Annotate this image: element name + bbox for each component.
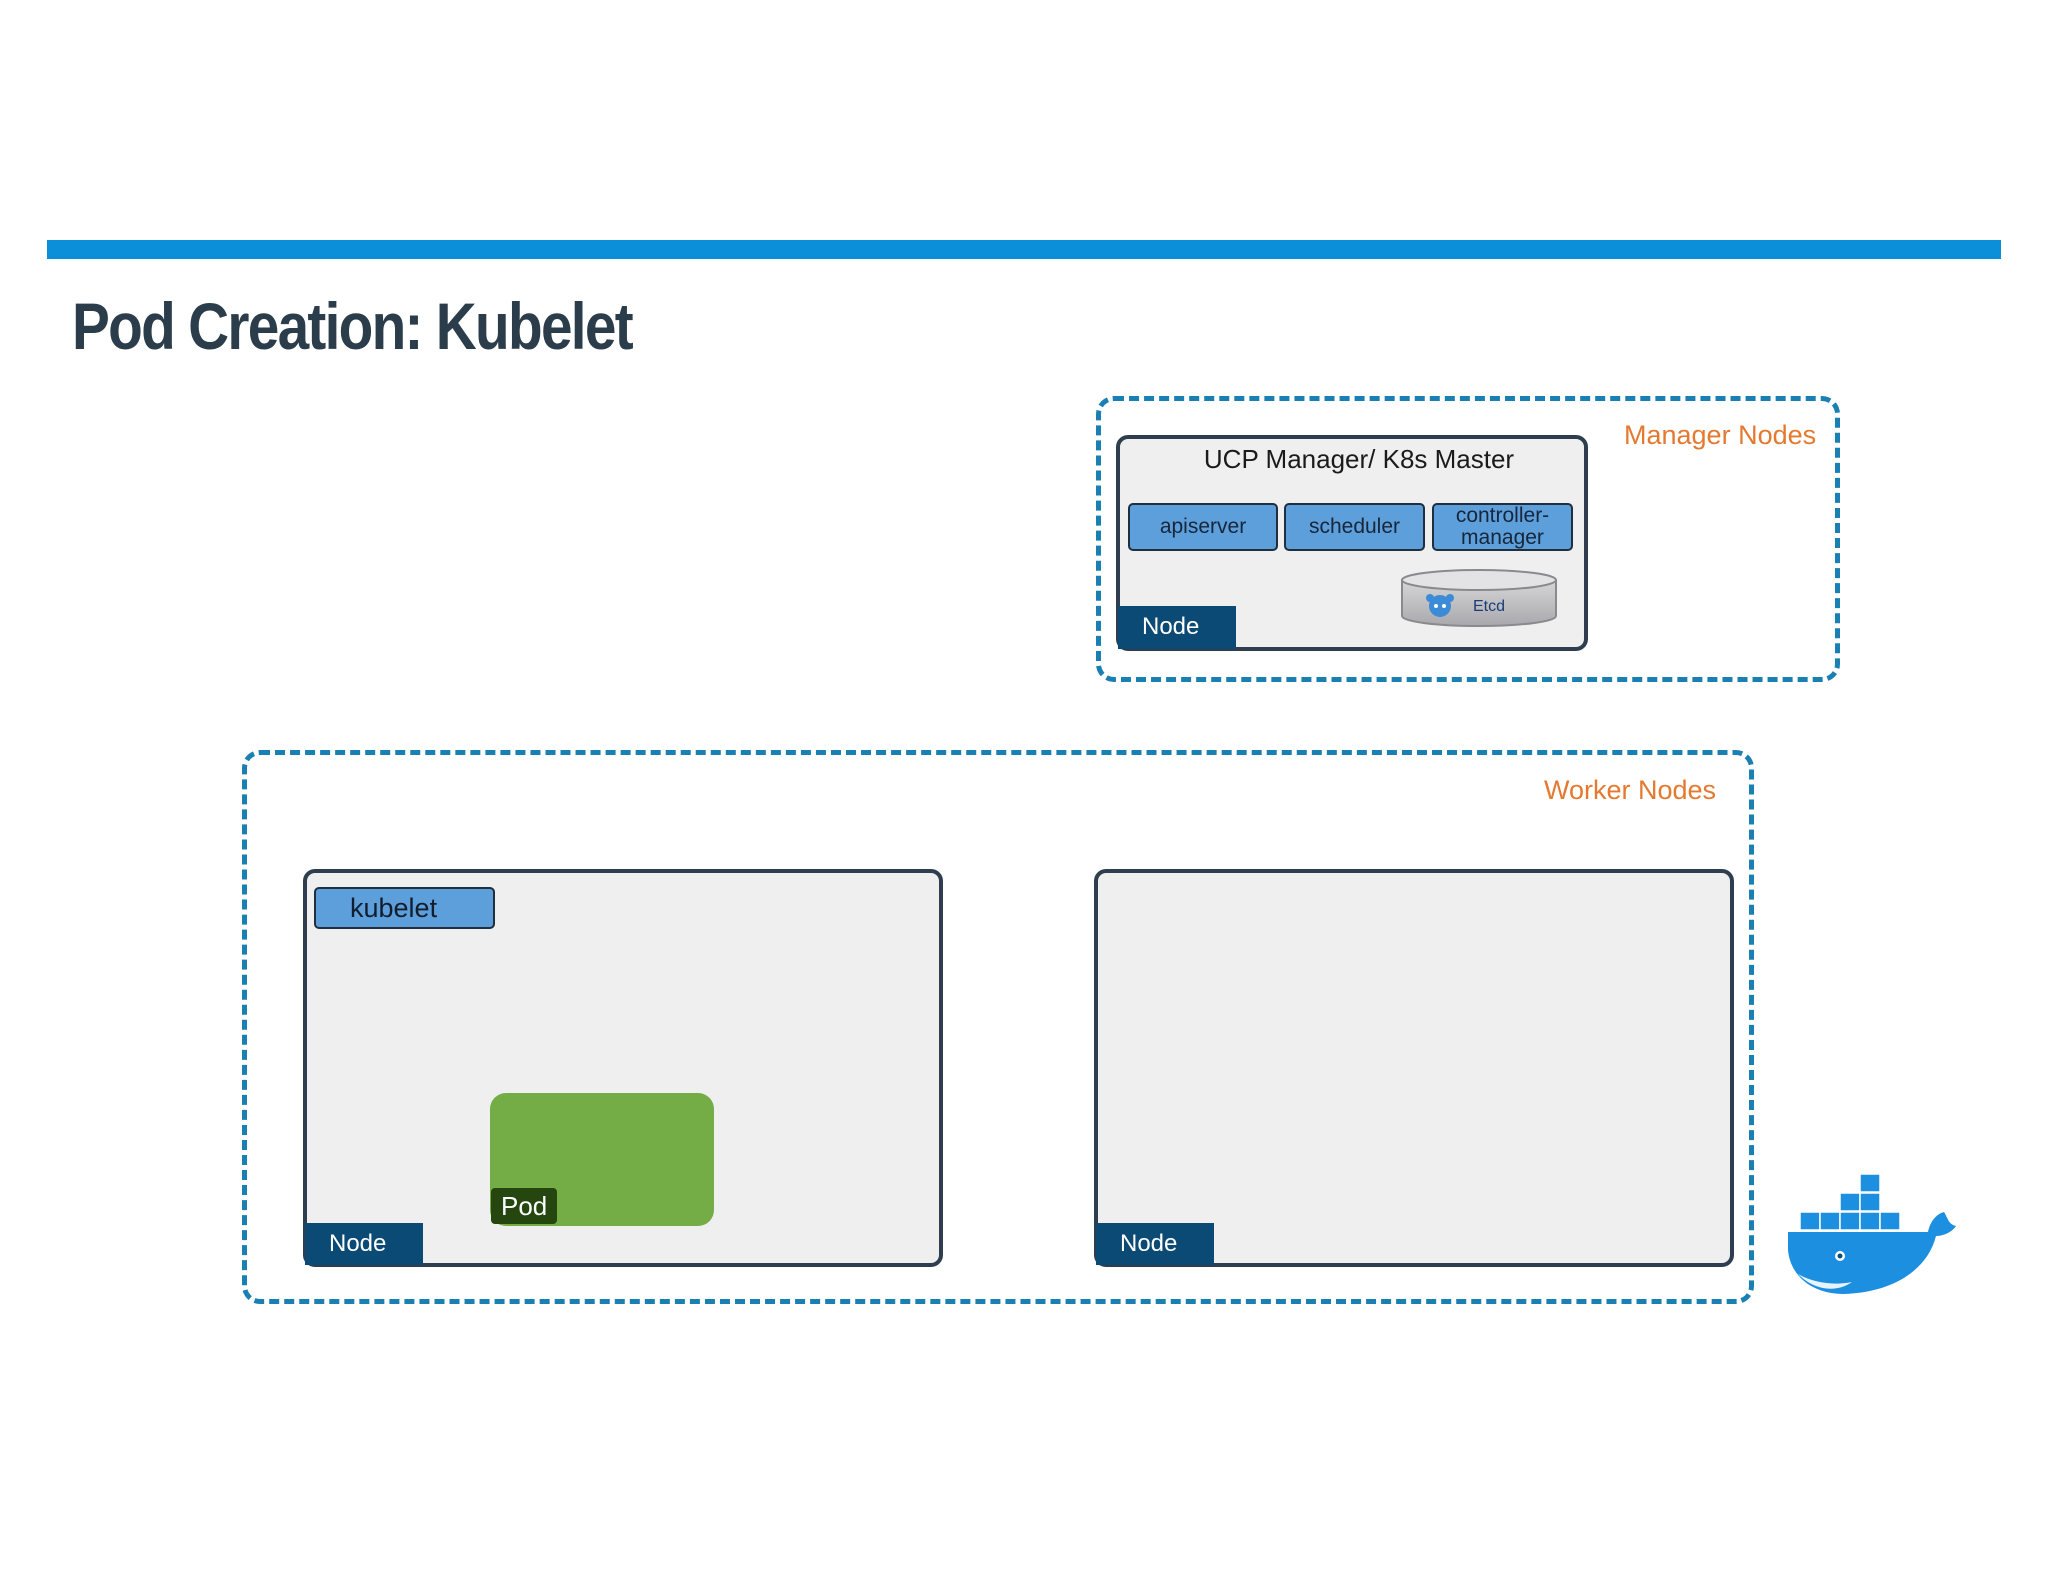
master-node-tag: Node	[1118, 606, 1236, 649]
worker-node-2	[1094, 869, 1734, 1267]
manager-nodes-group	[1096, 396, 1840, 682]
scheduler-label: scheduler	[1308, 515, 1401, 538]
title-accent-rule	[47, 240, 2001, 259]
controller-manager-component: controller- manager	[1432, 503, 1573, 551]
worker-node-1-tag: Node	[305, 1223, 423, 1265]
manager-nodes-label: Manager Nodes	[1624, 420, 1817, 450]
worker-nodes-label: Worker Nodes	[1544, 775, 1717, 805]
apiserver-component: apiserver	[1128, 503, 1278, 551]
docker-whale-icon	[1788, 1173, 1956, 1294]
controller-manager-label: controller- manager	[1455, 504, 1550, 549]
etcd-logo-icon	[1426, 594, 1454, 617]
worker-nodes-group	[242, 750, 1754, 1304]
worker-node-2-tag: Node	[1096, 1223, 1214, 1265]
scheduler-component: scheduler	[1284, 503, 1425, 551]
slide-title: Pod Creation: Kubelet	[72, 289, 634, 363]
master-node-title: UCP Manager/ K8s Master	[1203, 444, 1515, 474]
kubelet-component: kubelet	[314, 887, 495, 929]
etcd-label: Etcd	[1473, 598, 1506, 615]
pod-label: Pod	[491, 1188, 558, 1224]
etcd-store	[1401, 569, 1557, 627]
apiserver-label: apiserver	[1159, 515, 1247, 538]
